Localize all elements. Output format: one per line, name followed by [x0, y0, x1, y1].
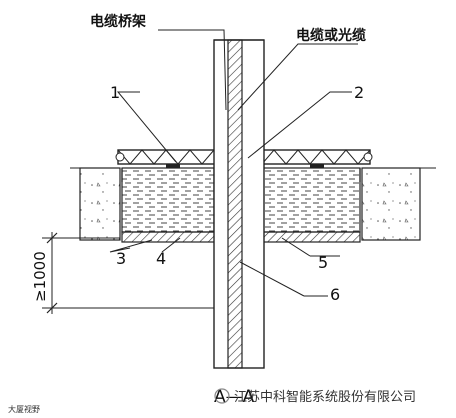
section-label: A—A — [214, 387, 255, 407]
callout-1: 1 — [110, 83, 120, 102]
callout-3: 3 — [116, 249, 126, 268]
leader-lines — [109, 29, 358, 297]
watermark-company: 江苏中科智能系统股份有限公司 — [234, 389, 416, 405]
label-cable-tray: 电缆桥架 — [90, 13, 146, 30]
callout-6: 6 — [330, 285, 340, 304]
callout-5: 5 — [318, 253, 328, 272]
watermark: 江苏中科智能系统股份有限公司 大厦视野 — [8, 388, 416, 414]
bottom-plate-left — [121, 231, 217, 243]
firestop-fill-left — [121, 167, 215, 233]
label-cable-or-fiber: 电缆或光缆 — [296, 27, 366, 44]
watermark-logo-icon — [214, 388, 230, 404]
dimension-label: ≥1000 — [31, 251, 49, 302]
callout-2: 2 — [354, 83, 364, 102]
watermark-small-logo: 大厦视野 — [8, 404, 40, 414]
floor-slab-left — [79, 167, 121, 241]
callout-4: 4 — [156, 249, 166, 268]
dimension-marker — [42, 232, 214, 314]
floor-slab-right — [361, 167, 421, 241]
cable-bundle — [227, 39, 243, 369]
